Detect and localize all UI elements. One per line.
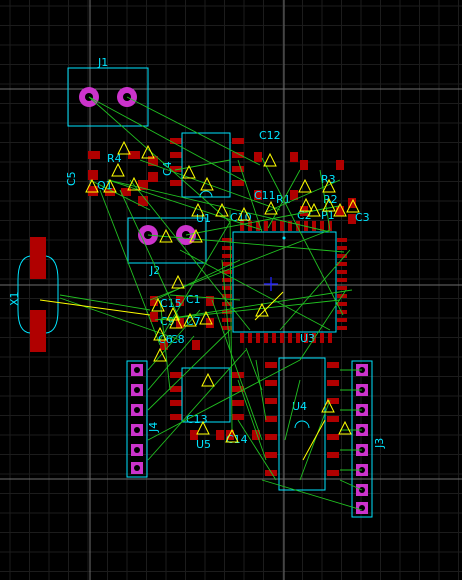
ic-u4[interactable]: U4 (265, 357, 339, 491)
label-u4: U4 (292, 400, 307, 413)
label-c10: C10 (230, 211, 252, 224)
label-c1: C1 (186, 293, 201, 306)
header-j4[interactable]: J4 (126, 360, 160, 478)
crystal-x1[interactable]: X1 (8, 237, 59, 352)
label-c11: C11 (254, 189, 276, 202)
ic-u3[interactable]: U3 (222, 221, 347, 345)
ratsnest (59, 96, 363, 511)
label-j4: J4 (147, 422, 160, 433)
label-u1: U1 (196, 212, 211, 225)
label-r3: R3 (321, 173, 336, 186)
label-u3: U3 (300, 332, 315, 345)
label-x1: X1 (8, 291, 21, 306)
label-c15: C15 (160, 297, 182, 310)
label-j3: J3 (373, 438, 386, 449)
label-r4: R4 (107, 152, 122, 165)
label-j2: J2 (149, 264, 160, 277)
label-j1: J1 (97, 56, 108, 69)
ic-u1[interactable]: U1 (170, 132, 244, 225)
component-labels: R4 Q1 C5 C4 C12 C11 R1 R3 R2 C2 P1 C3 C1… (65, 129, 370, 446)
ic-u5[interactable]: U5 (170, 367, 244, 451)
direction-markers (39, 140, 360, 461)
label-c12: C12 (259, 129, 281, 142)
label-c4: C4 (161, 161, 174, 176)
label-c5: C5 (65, 171, 78, 186)
label-c3: C3 (355, 211, 370, 224)
label-u5: U5 (196, 438, 211, 451)
origin-marker-icon (264, 277, 278, 291)
